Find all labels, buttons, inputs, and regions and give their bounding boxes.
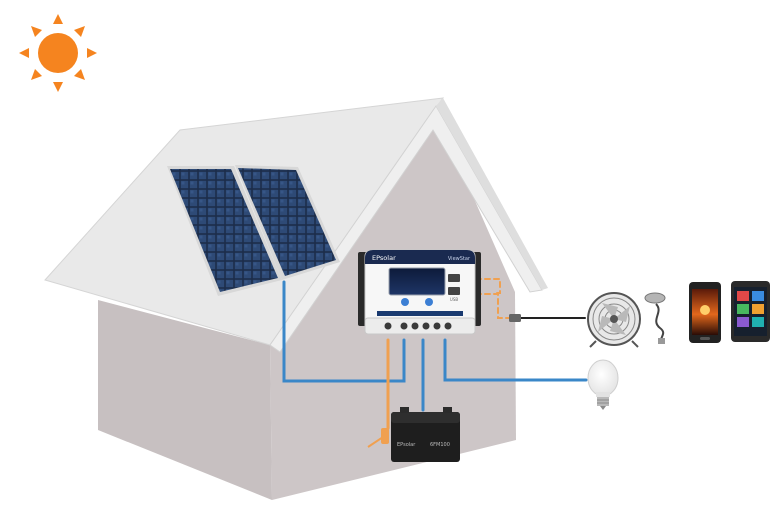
battery-icon: EPsolar 6FM100 [367, 407, 460, 462]
controller-display [388, 267, 446, 296]
light-bulb-icon [587, 359, 619, 410]
usb-port-2[interactable] [448, 287, 460, 295]
charge-controller-icon: EPsolar ViewStar USB [358, 249, 481, 335]
tablet-icon [731, 281, 770, 342]
panel-wire [282, 280, 406, 383]
house-side-wall [98, 300, 272, 500]
battery-brand: EPsolar [397, 442, 416, 448]
controller-button-left[interactable] [401, 298, 409, 306]
usb-label: USB [450, 297, 458, 302]
usb-port-1[interactable] [448, 274, 460, 282]
usb-lamp-icon [644, 292, 666, 344]
solar-panel-icon [167, 165, 340, 296]
controller-button-right[interactable] [425, 298, 433, 306]
fan-icon [587, 292, 641, 348]
controller-model: ViewStar [448, 256, 471, 262]
battery-model: 6FM100 [430, 442, 450, 448]
wiring [282, 278, 588, 430]
house [44, 97, 548, 500]
sun-icon [19, 14, 97, 92]
controller-brand: EPsolar [372, 254, 396, 262]
controller-terminals [384, 322, 452, 330]
load-wire [443, 338, 588, 382]
smartphone-icon [689, 282, 721, 343]
